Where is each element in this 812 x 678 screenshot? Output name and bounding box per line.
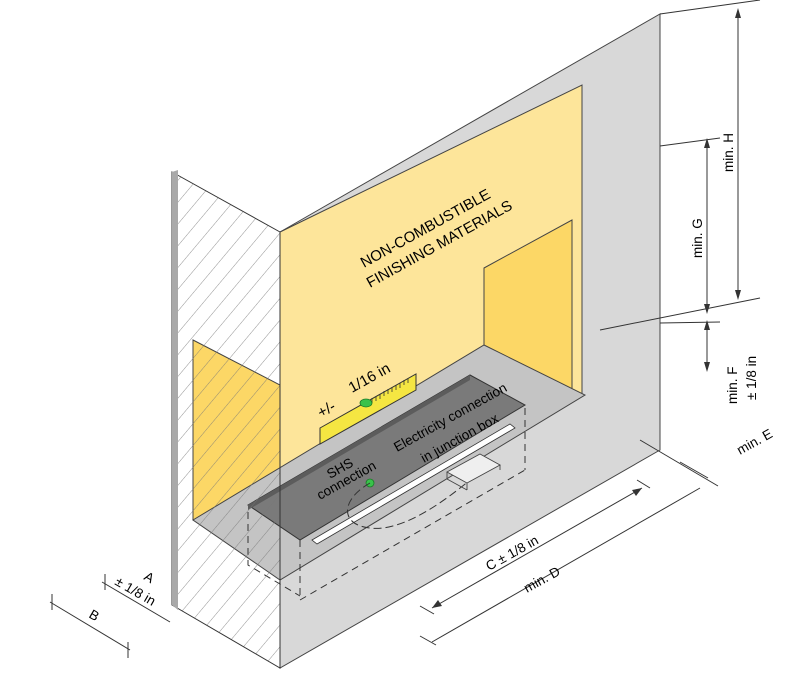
- junction-box: [446, 453, 501, 491]
- dim-E-label: min. E: [734, 426, 775, 458]
- dim-F-tolerance: ± 1/8 in: [744, 356, 759, 400]
- dim-B-label: B: [87, 607, 102, 624]
- spirit-level: [319, 373, 417, 445]
- dim-F-label: min. F: [725, 366, 740, 404]
- dim-G-label: min. G: [690, 218, 705, 258]
- dim-H-label: min. H: [721, 133, 736, 172]
- level-tolerance-sign: +/-: [315, 398, 339, 422]
- level-bubble-icon: [359, 398, 373, 408]
- dim-D-label: min. D: [521, 563, 563, 595]
- gas-pipe: [347, 479, 471, 529]
- side-wall-section: [171, 171, 281, 669]
- burner-slot: [311, 423, 516, 545]
- firebox-top-face: [248, 375, 470, 510]
- dim-A-label: A: [142, 569, 157, 586]
- side-wall-edge: [172, 170, 178, 610]
- dimension-arrows: [432, 8, 741, 608]
